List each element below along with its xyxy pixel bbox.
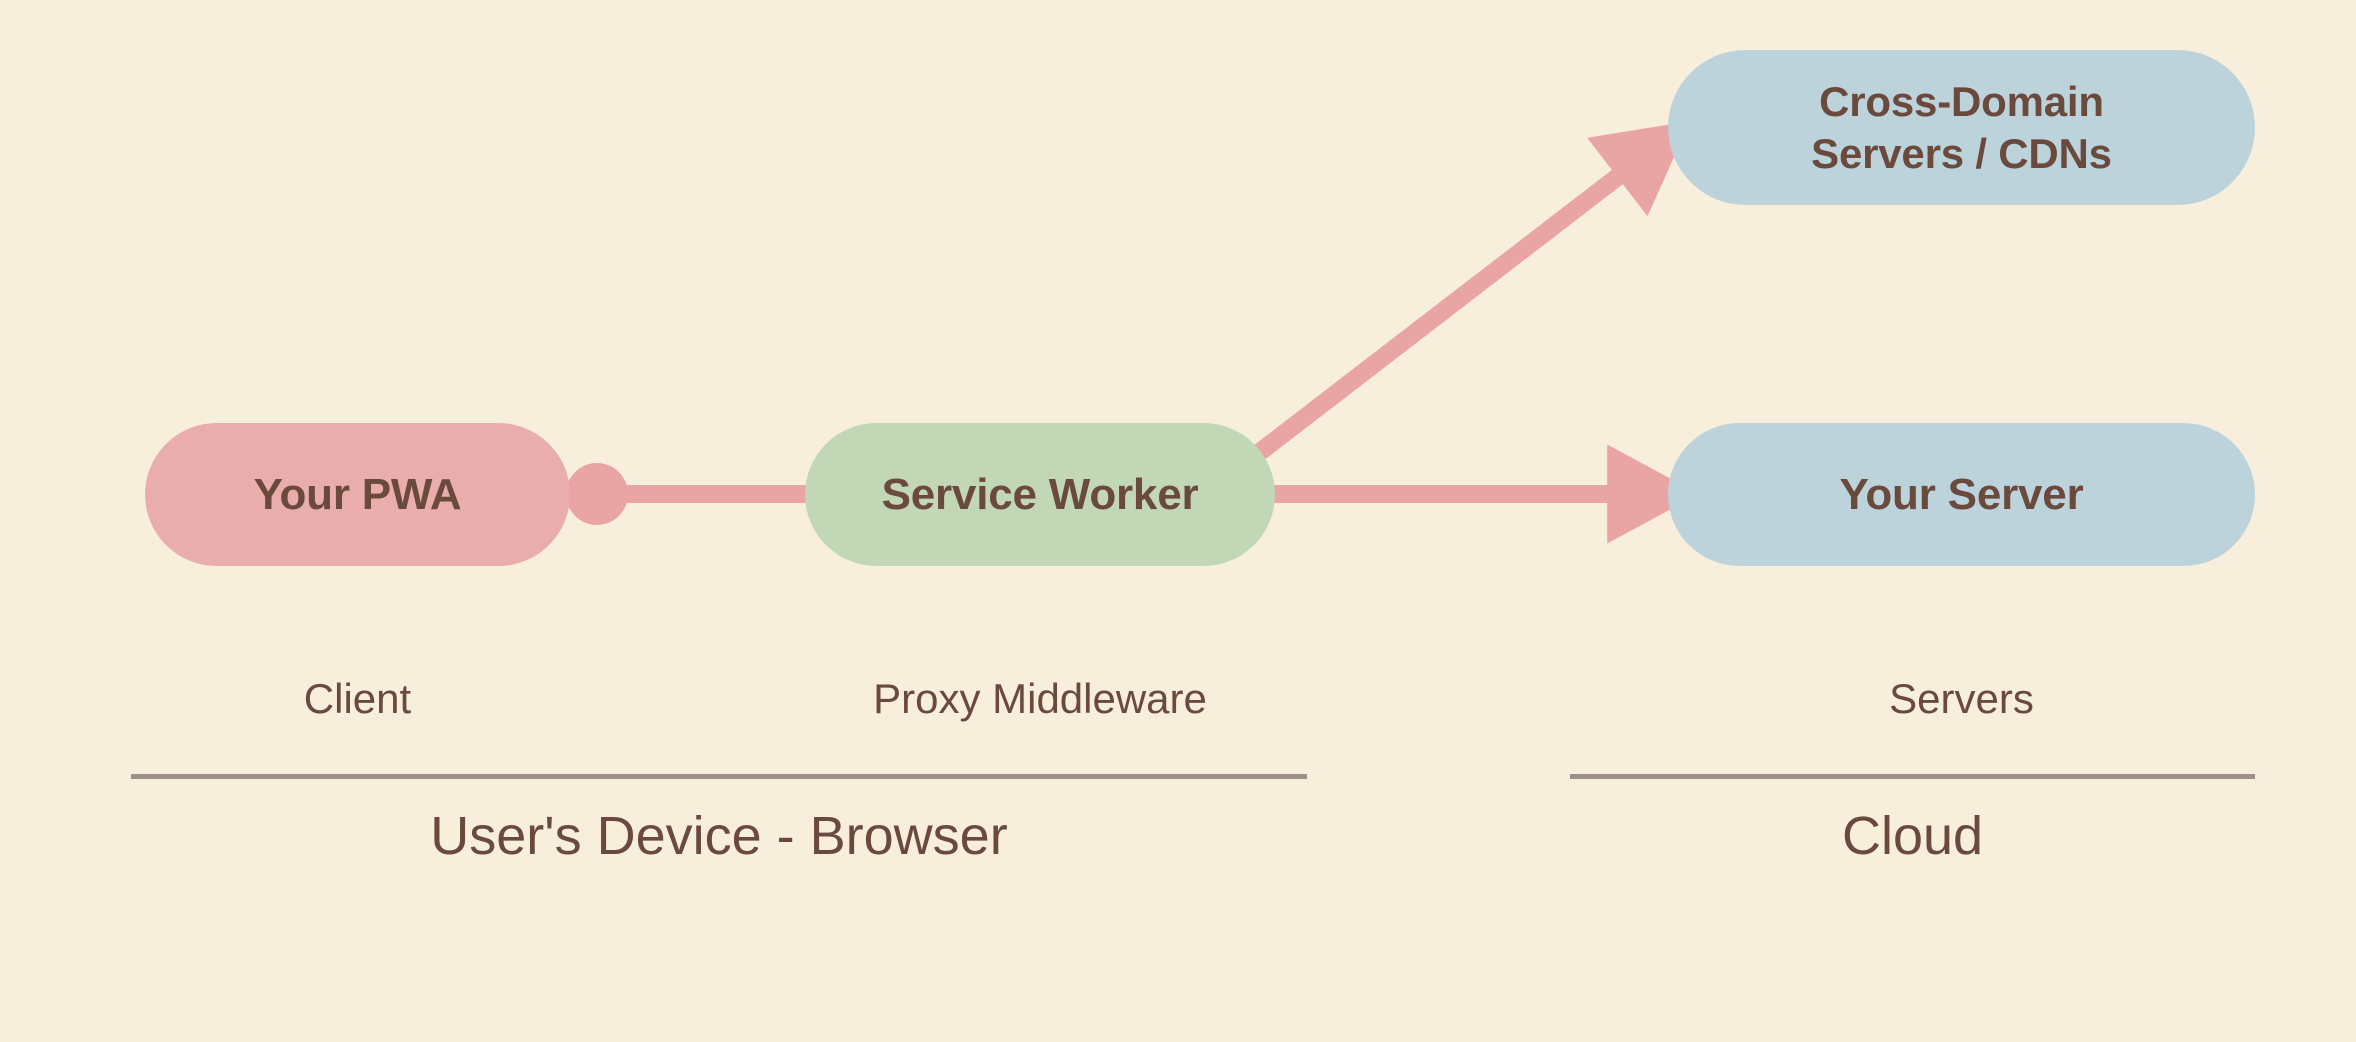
connector-line: [1250, 121, 1691, 463]
node-cross-domain-servers[interactable]: Cross-Domain Servers / CDNs: [1668, 50, 2255, 205]
connector-start-dot: [566, 463, 628, 525]
divider-rule-browser: [131, 774, 1307, 779]
connector-pwa-to-service-worker: [566, 463, 812, 525]
group-caption-browser: User's Device - Browser: [430, 806, 1008, 866]
node-your-pwa-label: Your PWA: [253, 469, 462, 519]
group-caption-cloud: Cloud: [1841, 806, 1984, 866]
node-your-server-label: Your Server: [1839, 469, 2084, 519]
zone-caption-servers: Servers: [1889, 675, 2034, 722]
node-service-worker[interactable]: Service Worker: [805, 423, 1275, 566]
node-your-server[interactable]: Your Server: [1668, 423, 2255, 566]
connector-service-worker-to-cross-domain: [1250, 121, 1691, 463]
divider-rule-cloud: [1570, 774, 2255, 779]
node-cross-domain-servers-label: Cross-Domain Servers / CDNs: [1811, 78, 2112, 177]
node-service-worker-label: Service Worker: [881, 469, 1199, 519]
node-your-pwa[interactable]: Your PWA: [145, 423, 570, 566]
zone-caption-client: Client: [303, 675, 412, 722]
zone-caption-proxy: Proxy Middleware: [873, 675, 1207, 722]
